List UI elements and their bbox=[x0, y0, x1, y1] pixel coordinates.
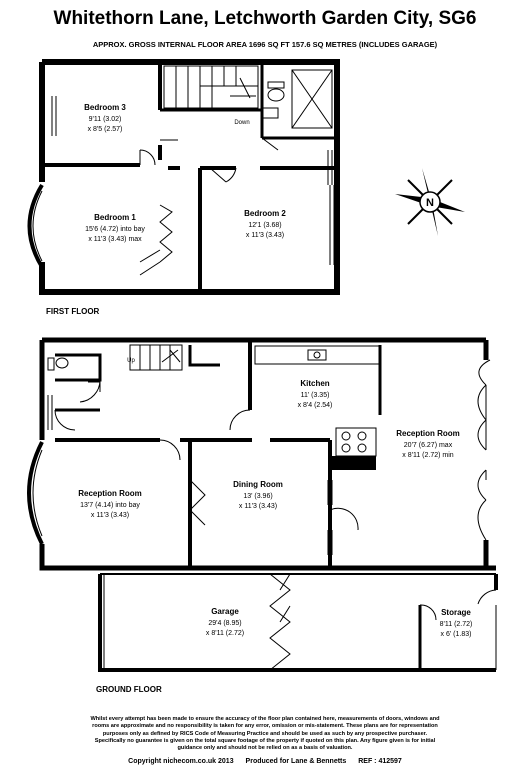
disclaimer-text: Whilst every attempt has been made to en… bbox=[28, 716, 502, 752]
disclaimer-line: Whilst every attempt has been made to en… bbox=[90, 716, 440, 722]
produced-for-text: Produced for Lane & Bennetts bbox=[245, 758, 347, 765]
bedroom-3-dim-2: x 8'5 (2.57) bbox=[88, 126, 123, 133]
reference-text: REF : 412597 bbox=[358, 758, 402, 765]
bedroom-3-name: Bedroom 3 bbox=[84, 103, 126, 112]
first-floor-label: FIRST FLOOR bbox=[46, 307, 100, 316]
bedroom-2-name: Bedroom 2 bbox=[244, 209, 286, 218]
bedroom-2-dim-2: x 11'3 (3.43) bbox=[246, 232, 284, 239]
compass-north-label: N bbox=[426, 197, 434, 209]
garage-dim-2: x 8'11 (2.72) bbox=[206, 630, 244, 637]
stairs-down-label: Down bbox=[234, 120, 249, 126]
dining-room-dim-2: x 11'3 (3.43) bbox=[239, 503, 277, 510]
dining-room-name: Dining Room bbox=[233, 480, 283, 489]
ground-floor-plan bbox=[27, 337, 498, 672]
stairs-up-label: Up bbox=[127, 358, 135, 364]
floor-area-subtitle: APPROX. GROSS INTERNAL FLOOR AREA 1696 S… bbox=[92, 40, 438, 49]
reception-room-rear-dim-1: 20'7 (6.27) max bbox=[404, 442, 453, 449]
bedroom-3-dim-1: 9'11 (3.02) bbox=[89, 116, 122, 123]
disclaimer-line: Specifically no guarantee is given on th… bbox=[94, 737, 436, 744]
garage-name: Garage bbox=[211, 607, 239, 616]
disclaimer-line: guidance only and should not be relied o… bbox=[177, 745, 353, 752]
disclaimer-line: rooms are approximate and no responsibil… bbox=[92, 723, 438, 730]
first-floor-plan bbox=[27, 59, 340, 295]
bedroom-1-name: Bedroom 1 bbox=[94, 213, 136, 222]
reception-room-front-dim-1: 13'7 (4.14) into bay bbox=[80, 502, 140, 509]
reception-room-rear-dim-2: x 8'11 (2.72) min bbox=[402, 452, 454, 459]
disclaimer-line: purposes only as defined by RICS Code of… bbox=[102, 730, 428, 737]
bedroom-2-dim-1: 12'1 (3.68) bbox=[248, 222, 281, 229]
bedroom-1-dim-1: 15'6 (4.72) into bay bbox=[85, 226, 145, 233]
copyright-text: Copyright nichecom.co.uk 2013 bbox=[128, 758, 234, 765]
footer: Copyright nichecom.co.uk 2013 Produced f… bbox=[0, 758, 530, 765]
dining-room-dim-1: 13' (3.96) bbox=[243, 493, 272, 500]
plan-title: Whitethorn Lane, Letchworth Garden City,… bbox=[53, 8, 477, 29]
storage-dim-1: 8'11 (2.72) bbox=[440, 621, 473, 628]
reception-room-front-name: Reception Room bbox=[78, 489, 142, 498]
kitchen-name: Kitchen bbox=[300, 379, 329, 388]
garage-dim-1: 29'4 (8.95) bbox=[208, 620, 241, 627]
reception-room-front-dim-2: x 11'3 (3.43) bbox=[91, 512, 129, 519]
bedroom-1-dim-2: x 11'3 (3.43) max bbox=[88, 236, 142, 243]
compass-icon: N bbox=[395, 168, 465, 236]
reception-room-rear-name: Reception Room bbox=[396, 429, 460, 438]
storage-dim-2: x 6' (1.83) bbox=[441, 631, 472, 638]
storage-name: Storage bbox=[441, 608, 471, 617]
kitchen-dim-2: x 8'4 (2.54) bbox=[298, 402, 333, 409]
ground-floor-label: GROUND FLOOR bbox=[96, 685, 162, 694]
kitchen-dim-1: 11' (3.35) bbox=[301, 392, 330, 399]
